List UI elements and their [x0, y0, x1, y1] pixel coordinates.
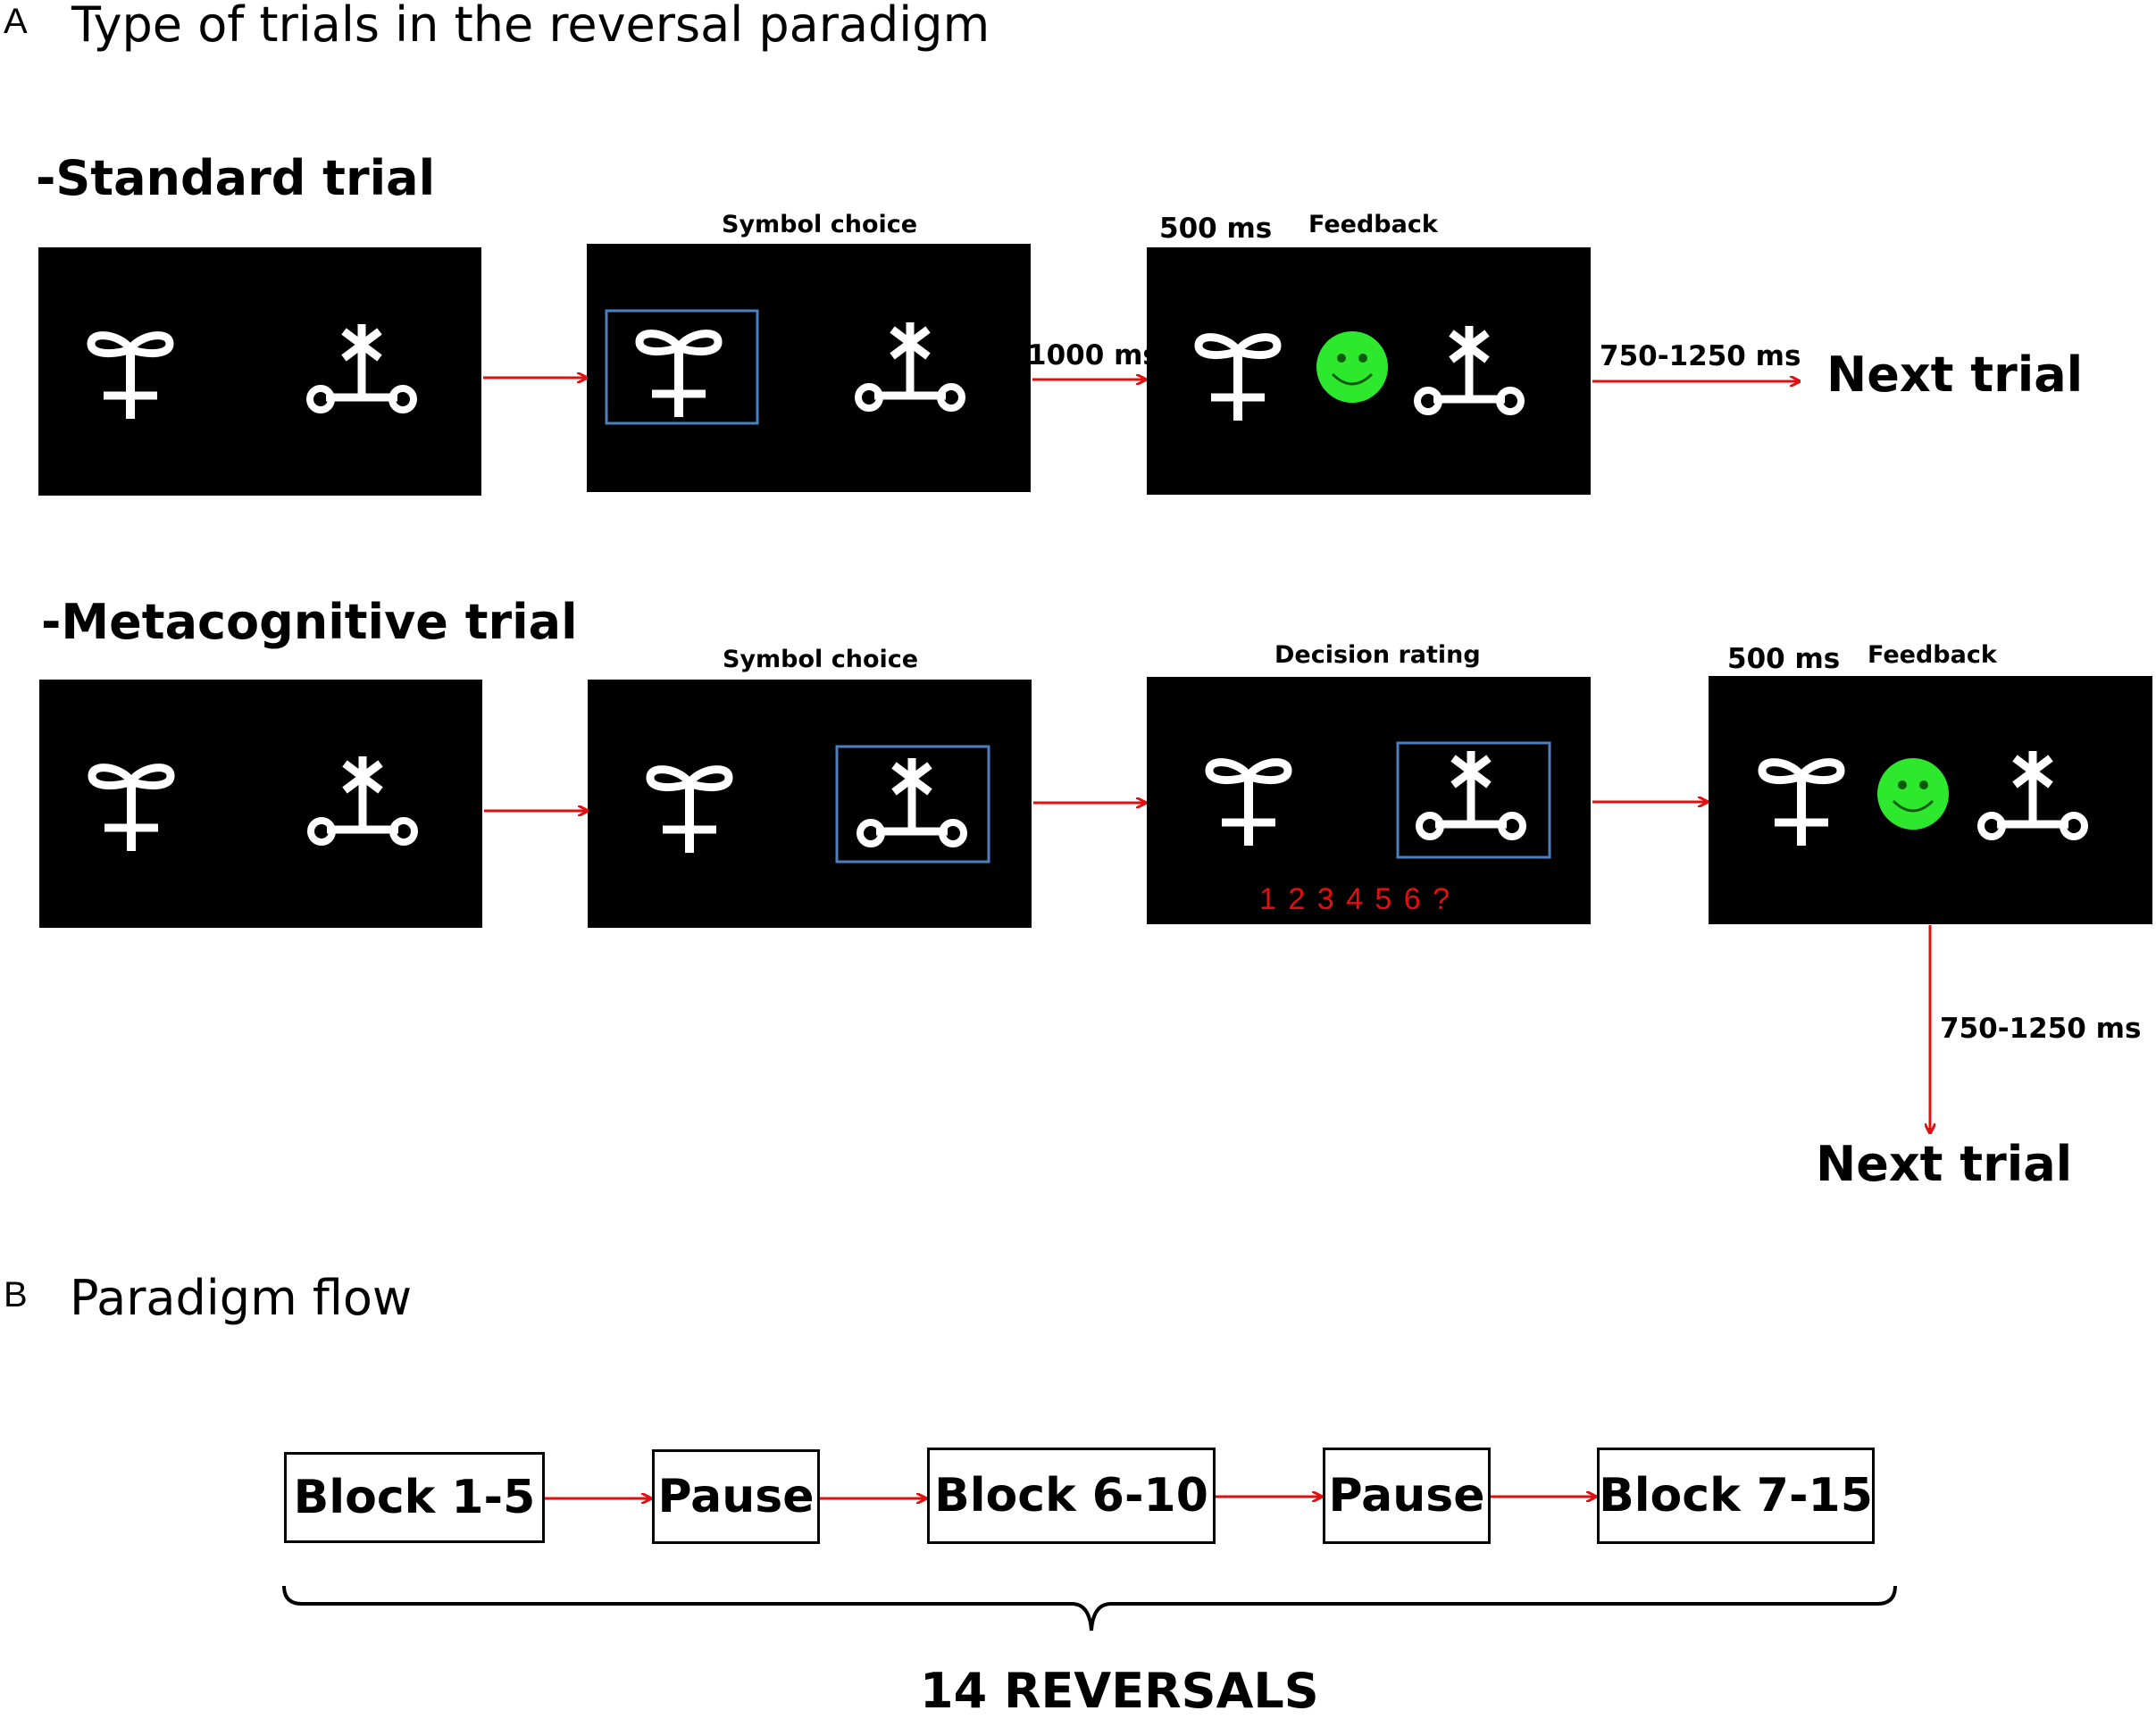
bow-cross-symbol-icon: [91, 336, 170, 419]
standard-trial-heading: -Standard trial: [36, 150, 436, 206]
asterisk-key-symbol-icon: [1417, 326, 1521, 412]
selection-frame: [835, 745, 990, 864]
bow-cross-symbol-icon: [1209, 763, 1288, 846]
asterisk-key-symbol-icon: [311, 756, 414, 842]
asterisk-key-symbol-icon: [310, 324, 414, 410]
metacognitive-symbol-choice-label: Symbol choice: [723, 646, 919, 673]
smiley-face-icon: [1315, 330, 1390, 405]
bow-cross-symbol-icon: [639, 334, 718, 417]
block-box-3: Block 7-15: [1597, 1448, 1875, 1544]
metacognitive-timing-feedback: 500 ms: [1727, 643, 1841, 675]
metacognitive-screen-3: [1147, 677, 1591, 924]
panel-a-title: Type of trials in the reversal paradigm: [71, 0, 990, 53]
asterisk-key-symbol-icon: [1419, 751, 1523, 837]
metacognitive-screen-2: [588, 680, 1032, 928]
bow-cross-symbol-icon: [1762, 763, 1841, 846]
metacognitive-next-trial: Next trial: [1816, 1136, 2073, 1192]
panel-a-letter: A: [4, 2, 28, 41]
selection-frame: [605, 309, 759, 425]
block-box-1: Block 1-5: [284, 1452, 545, 1543]
reversals-brace: [282, 1585, 1897, 1631]
standard-timing-next: 750-1250 ms: [1600, 340, 1801, 372]
standard-next-trial: Next trial: [1826, 346, 2084, 403]
bow-cross-symbol-icon: [1199, 338, 1277, 421]
metacognitive-feedback-label: Feedback: [1868, 641, 1997, 669]
bow-cross-symbol-icon: [92, 768, 171, 851]
asterisk-key-symbol-icon: [1981, 751, 2085, 837]
standard-screen-2: [587, 244, 1031, 492]
standard-symbol-choice-label: Symbol choice: [722, 211, 918, 238]
pause-box-1: Pause: [652, 1449, 820, 1544]
reversals-label: 14 REVERSALS: [920, 1663, 1319, 1719]
panel-b-title: Paradigm flow: [70, 1270, 413, 1326]
standard-screen-1: [38, 247, 481, 496]
selection-frame: [1396, 741, 1551, 859]
asterisk-key-symbol-icon: [860, 758, 964, 844]
standard-timing-feedback: 500 ms: [1159, 213, 1273, 245]
asterisk-key-symbol-icon: [858, 322, 962, 408]
pause-box-2: Pause: [1323, 1448, 1491, 1544]
decision-rating-scale: 1 2 3 4 5 6 ?: [1259, 882, 1452, 916]
metacognitive-screen-1: [39, 680, 482, 928]
smiley-face-icon: [1876, 756, 1951, 831]
block-box-2: Block 6-10: [927, 1448, 1216, 1544]
standard-timing-choice: 1000 ms: [1027, 339, 1159, 371]
bow-cross-symbol-icon: [650, 770, 729, 853]
panel-b-letter: B: [4, 1275, 28, 1314]
metacognitive-trial-heading: -Metacognitive trial: [41, 594, 578, 650]
metacognitive-timing-next: 750-1250 ms: [1940, 1013, 2142, 1045]
standard-feedback-label: Feedback: [1308, 211, 1438, 238]
metacognitive-decision-rating-label: Decision rating: [1274, 641, 1481, 669]
